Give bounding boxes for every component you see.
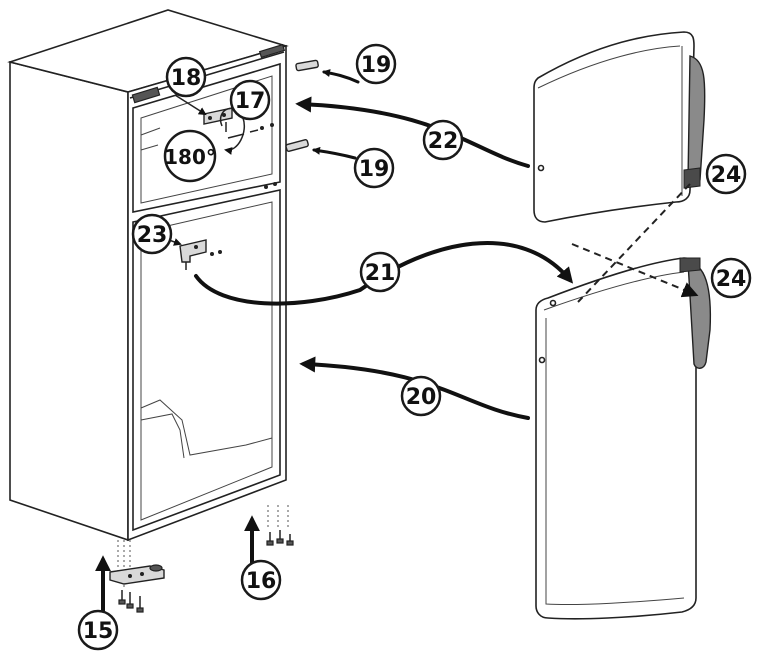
freezer-door (533, 31, 706, 223)
freezer-inner-detail (140, 127, 161, 151)
callout-18-label: 18 (171, 66, 202, 91)
fridge-handle-cap (679, 257, 701, 273)
callout-23: 23 (131, 213, 173, 255)
upper-hole-b (270, 123, 274, 127)
callout-21-label: 21 (365, 261, 396, 286)
bottom-hinge-screws (118, 590, 144, 613)
freezer-door-hole (537, 164, 545, 172)
dashed-line-24-a (577, 183, 691, 303)
fridge-door-top-edge (543, 271, 685, 311)
upper-hinge-screw-hole-2 (222, 113, 226, 117)
cover-plug-lower (285, 139, 309, 152)
callout-19-lower-label: 19 (359, 157, 390, 182)
callout-20: 20 (400, 375, 442, 417)
cover-plug-upper (295, 59, 319, 72)
bottom-hinge-hole-1 (128, 574, 132, 578)
callout-24-upper-label: 24 (711, 163, 742, 188)
callout-16-label: 16 (246, 569, 277, 594)
foot-screw-head-3 (286, 540, 294, 546)
callout-24-lower-label: 24 (716, 267, 747, 292)
callout-21: 21 (359, 251, 401, 293)
crisper-outline (140, 399, 273, 456)
bottom-hinge-assembly (95, 540, 165, 614)
callout-15-label: 15 (83, 619, 114, 644)
middle-hinge-hole-1 (210, 252, 214, 256)
upper-hinge-screw-lines (227, 129, 259, 139)
bottom-hinge-hole-2 (140, 572, 144, 576)
arrow-20 (299, 356, 530, 420)
callout-17-label: 17 (235, 89, 266, 114)
upper-hole-a (260, 126, 264, 130)
callout-22: 22 (422, 119, 464, 161)
callout-23-label: 23 (137, 223, 168, 248)
freezer-compartment-inner (140, 75, 273, 204)
middle-hinge-hole-2 (218, 250, 222, 254)
callout-15: 15 (77, 609, 119, 651)
foot-screw-head-1 (266, 540, 274, 546)
top-hinge-cover-left (131, 86, 161, 104)
foot-screw-guide-lines (267, 505, 289, 530)
callout-18: 18 (165, 56, 207, 98)
freezer-hole-right (273, 182, 277, 186)
fridge-door (535, 257, 712, 620)
freezer-door-top-edge (537, 45, 681, 89)
fridge-door-side-hole (538, 356, 546, 364)
freezer-handle-cap (683, 167, 701, 189)
middle-hinge-hole-a (194, 245, 198, 249)
freezer-door-handle (687, 55, 706, 186)
bottom-hinge-pin (149, 564, 163, 572)
leader-18 (174, 94, 207, 116)
upper-hinge-plate (203, 107, 233, 125)
callout-rotation-label: 180° (164, 145, 216, 169)
fridge-door-inner-edge (545, 318, 685, 606)
arrow-19-lower (312, 146, 357, 160)
cover-plugs (285, 59, 360, 160)
fridge-door-body (535, 257, 697, 620)
callout-16: 16 (240, 559, 282, 601)
upper-hinge-screw-hole-1 (208, 116, 212, 120)
freezer-door-body (533, 31, 695, 223)
foot-screw-head-2 (276, 538, 284, 544)
fridge-compartment-inner (140, 201, 273, 521)
callout-19-upper-label: 19 (361, 53, 392, 78)
foot-screws-16 (244, 505, 294, 572)
arrow-22 (295, 96, 530, 168)
fridge-door-top-hole (549, 299, 557, 307)
callout-19-lower: 19 (353, 147, 395, 189)
callout-19-upper: 19 (355, 43, 397, 85)
freezer-hole-left (264, 185, 268, 189)
callout-24-upper: 24 (705, 153, 747, 195)
middle-hinge-bracket (179, 239, 207, 263)
callout-22-label: 22 (428, 129, 459, 154)
crisper-inner (140, 413, 185, 459)
cabinet-side-panel (9, 60, 129, 542)
top-hinge-cover-right (258, 43, 286, 59)
callout-24-lower: 24 (710, 257, 752, 299)
bottom-hinge-plate (109, 565, 165, 585)
callout-rotation: 180° (163, 129, 217, 183)
dashed-line-24-b (571, 243, 699, 298)
arrow-19-upper (322, 69, 360, 84)
callout-20-label: 20 (406, 385, 437, 410)
callout-17: 17 (229, 79, 271, 121)
